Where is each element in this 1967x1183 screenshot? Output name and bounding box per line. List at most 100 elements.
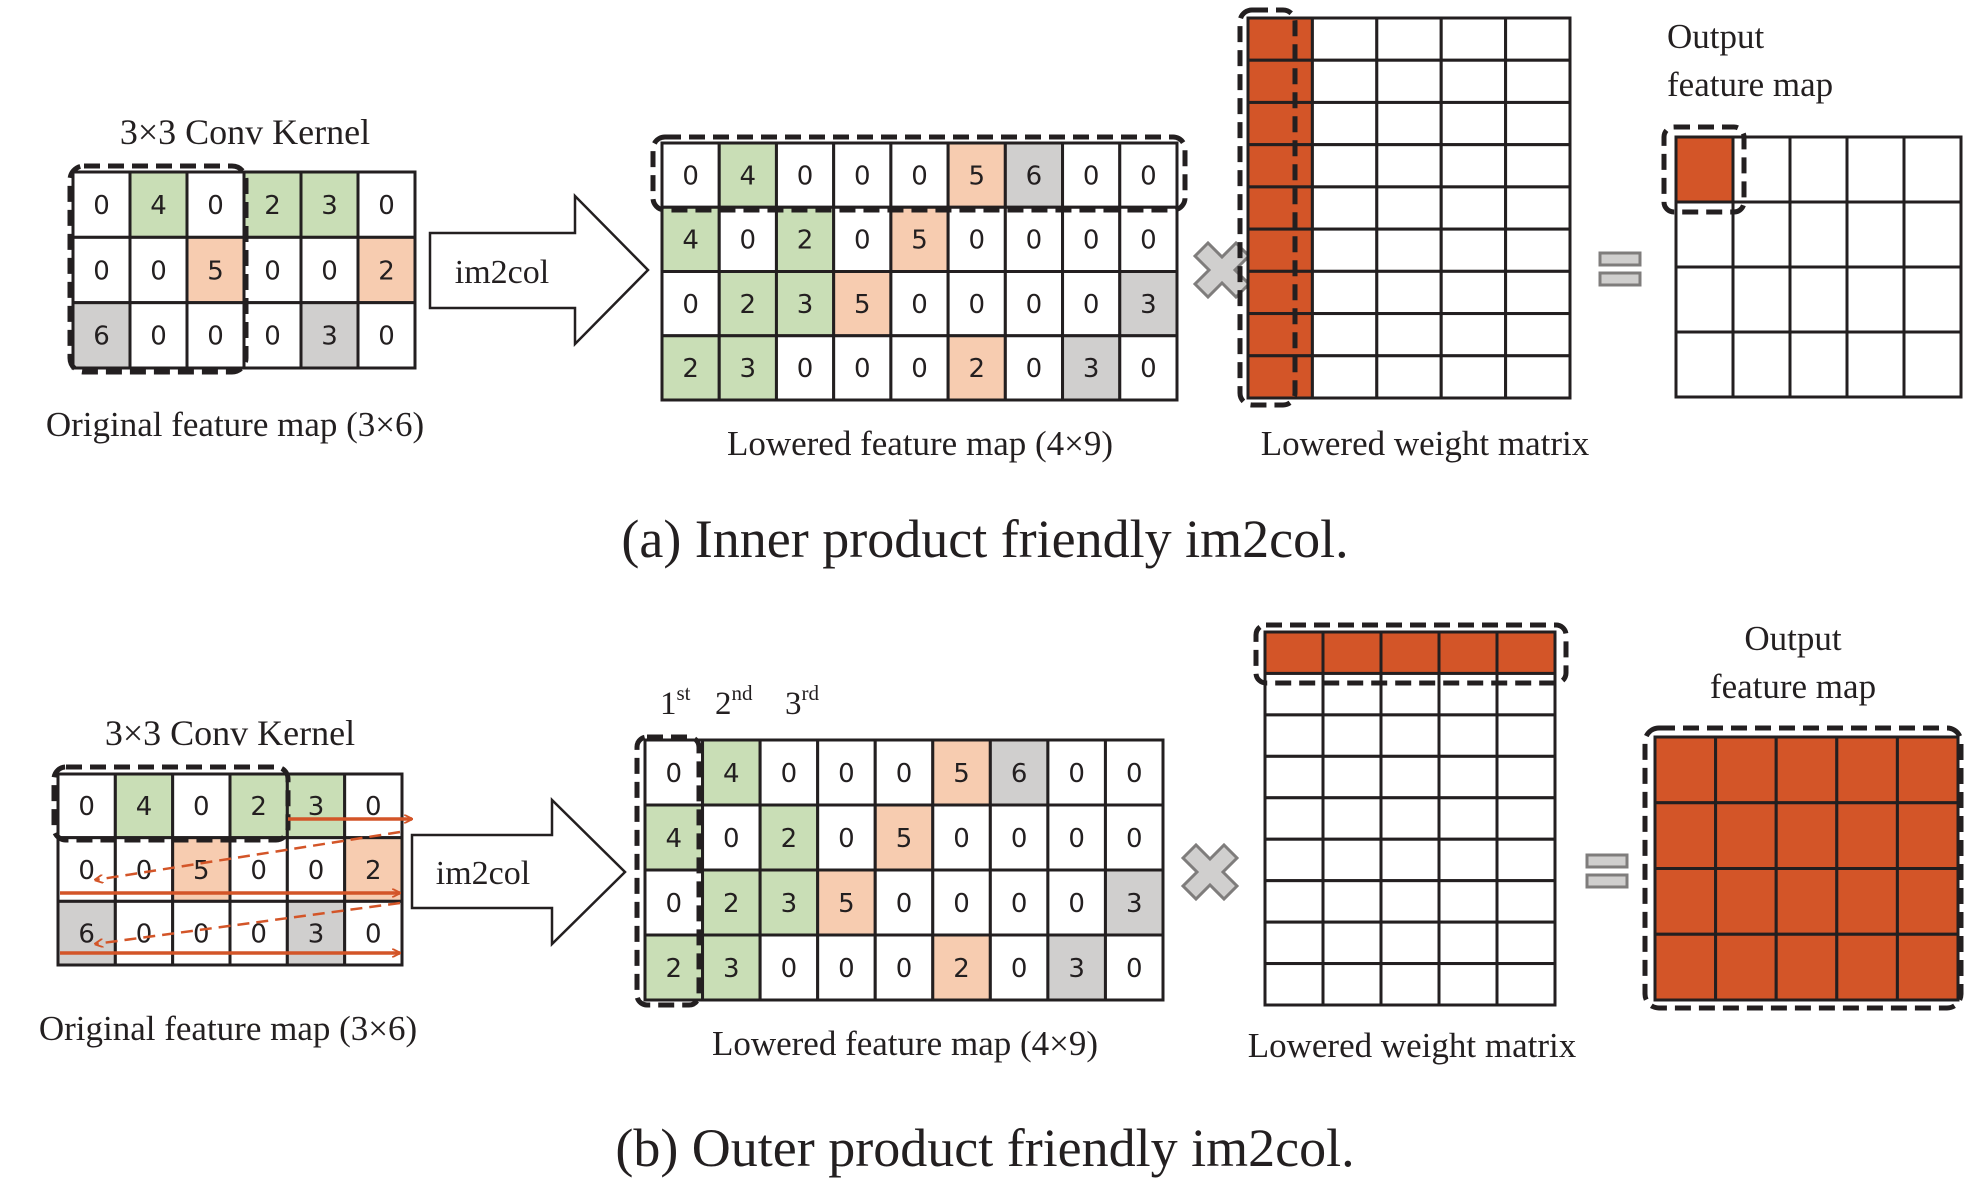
- cell-value: 0: [93, 191, 110, 221]
- grid-cell: [356, 301, 417, 370]
- weight-matrix-caption: Lowered weight matrix: [1248, 1026, 1577, 1065]
- grid-cell: [1653, 867, 1718, 936]
- grid-cell: [1731, 265, 1792, 334]
- grid-cell: [758, 868, 820, 937]
- grid-cell: [1439, 312, 1508, 358]
- grid-cell: [816, 933, 877, 1002]
- cell-value: 3: [308, 792, 325, 822]
- grid-cell: [1375, 312, 1443, 358]
- lowered-map-caption: Lowered feature map (4×9): [727, 424, 1113, 463]
- grid-cell: [1895, 867, 1960, 936]
- lowered-weight-matrix: [1246, 16, 1572, 400]
- cell-value: 0: [968, 290, 985, 320]
- grid-cell: [1246, 100, 1314, 147]
- cell-value: 0: [1083, 161, 1100, 191]
- grid-cell: [774, 205, 836, 273]
- cell-value: 4: [666, 824, 683, 854]
- grid-cell: [988, 868, 1050, 937]
- cell-value: 0: [193, 792, 210, 822]
- grid-cell: [1310, 269, 1379, 316]
- grid-cell: [660, 270, 721, 338]
- output-label-line2: feature map: [1710, 667, 1876, 706]
- sliding-path: [60, 819, 412, 953]
- cell-value: 2: [264, 191, 281, 221]
- grid-cell: [1379, 879, 1441, 924]
- cell-value: 2: [682, 354, 699, 384]
- grid-cell: [701, 933, 762, 1002]
- cell-value: 0: [264, 322, 281, 352]
- cell-value: 0: [854, 354, 871, 384]
- cell-value: 2: [953, 954, 970, 984]
- grid-cell: [1379, 630, 1441, 675]
- kernel-window: [51, 764, 291, 843]
- cell-value: 5: [953, 759, 970, 789]
- grid-cell: [1845, 265, 1906, 334]
- grid-cell: [1504, 58, 1572, 104]
- grid-cell: [1439, 185, 1508, 231]
- cell-value: 0: [666, 759, 683, 789]
- cell-value: 4: [682, 226, 699, 256]
- grid-cell: [1437, 630, 1499, 675]
- grid-cell: [1437, 671, 1499, 717]
- grid-cell: [1835, 932, 1899, 1002]
- cell-value: 0: [797, 161, 814, 191]
- column-order-2: 2nd: [715, 681, 753, 722]
- grid-cell: [1310, 185, 1379, 231]
- grid-cell: [1246, 16, 1314, 62]
- cell-value: 2: [250, 792, 267, 822]
- grid-cell: [1495, 879, 1557, 924]
- output-label-line2: feature map: [1667, 65, 1833, 104]
- grid-cell: [1845, 135, 1906, 204]
- cell-value: 0: [264, 256, 281, 286]
- grid-cell: [71, 301, 132, 370]
- grid-cell: [242, 235, 303, 305]
- grid-cell: [1379, 920, 1441, 966]
- grid-cell: [1375, 185, 1443, 231]
- grid-cell: [1263, 796, 1325, 841]
- cell-value: 0: [321, 256, 338, 286]
- grid-cell: [1674, 265, 1735, 334]
- cell-value: 5: [896, 824, 913, 854]
- im2col-label: im2col: [455, 254, 549, 291]
- grid-cell: [1321, 962, 1383, 1007]
- grid-cell: [1714, 932, 1778, 1002]
- column-order-1: 1st: [660, 681, 691, 722]
- grid-cell: [1310, 143, 1379, 189]
- grid-cell: [1246, 143, 1314, 189]
- grid-cell: [1263, 754, 1325, 800]
- cell-value: 6: [1026, 161, 1043, 191]
- grid-cell: [873, 933, 935, 1002]
- cell-value: 0: [136, 856, 153, 886]
- kernel-label: 3×3 Conv Kernel: [105, 713, 355, 753]
- cell-value: 0: [1026, 354, 1043, 384]
- output-label-line1: Output: [1667, 17, 1765, 56]
- im2col-arrow: im2col: [410, 797, 627, 947]
- grid-cell: [1504, 312, 1572, 358]
- grid-cell: [1103, 933, 1165, 1002]
- cell-value: 0: [1011, 824, 1028, 854]
- grid-cell: [1263, 671, 1325, 717]
- cell-value: 6: [93, 322, 110, 352]
- cell-value: 0: [78, 792, 95, 822]
- grid-cell: [1653, 932, 1718, 1002]
- grid-cell: [1504, 354, 1572, 400]
- cell-value: 3: [1140, 290, 1157, 320]
- output-window: [1642, 725, 1964, 1011]
- cell-value: 0: [854, 226, 871, 256]
- grid-cell: [774, 334, 836, 402]
- grid-cell: [758, 738, 820, 807]
- grid-cell: [1321, 796, 1383, 841]
- grid-cell: [1674, 330, 1735, 399]
- cell-value: 0: [1126, 954, 1143, 984]
- equals-icon: [1598, 251, 1642, 287]
- weight-matrix-caption: Lowered weight matrix: [1261, 424, 1590, 463]
- cell-value: 0: [93, 256, 110, 286]
- grid-cell: [1061, 334, 1122, 402]
- cell-value: 2: [378, 256, 395, 286]
- cell-value: 0: [1068, 824, 1085, 854]
- grid-cell: [717, 270, 778, 338]
